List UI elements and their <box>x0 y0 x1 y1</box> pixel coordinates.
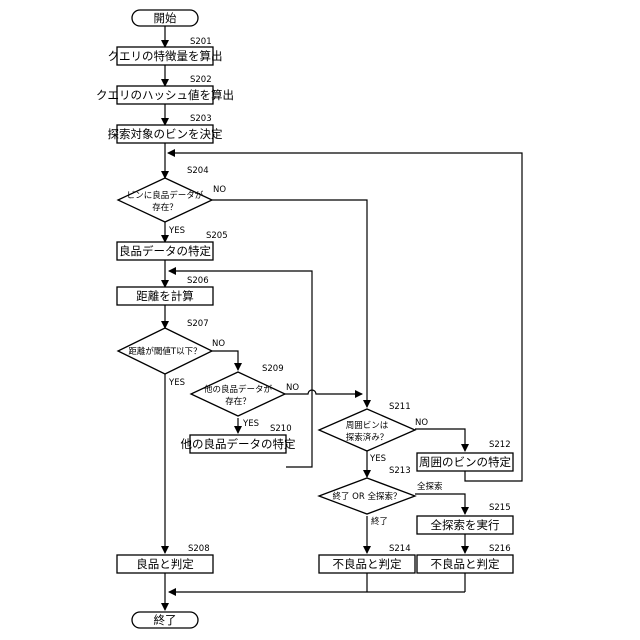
decision-s209-id: S209 <box>262 364 284 374</box>
decision-s207-label: 距離が閾値T以下？ <box>128 346 201 357</box>
decision-s207-id: S207 <box>187 319 209 329</box>
decision-s209: 他の良品データが 存在？ S209 YES NO <box>191 364 299 429</box>
decision-s207-yes: YES <box>168 378 185 388</box>
decision-s204-yes: YES <box>168 226 185 236</box>
decision-s209-line1: 他の良品データが <box>204 384 273 395</box>
decision-s213-full: 全探索 <box>417 481 443 492</box>
decision-s211: 周囲ビンは 探索済み？ S211 YES NO <box>319 402 428 464</box>
edge-s211-no-s212 <box>415 429 465 451</box>
step-s214-id: S214 <box>389 544 411 554</box>
end-label: 終了 <box>154 613 177 627</box>
start-label: 開始 <box>154 11 177 25</box>
decision-s211-id: S211 <box>389 402 411 412</box>
decision-s204-line1: ビンに良品データが <box>127 190 204 201</box>
decision-s211-line2: 探索済み？ <box>346 432 389 443</box>
decision-s204-line2: 存在？ <box>152 202 178 213</box>
decision-s209-yes: YES <box>242 419 259 429</box>
step-s215-id: S215 <box>489 503 511 513</box>
decision-s207: 距離が閾値T以下？ S207 YES NO <box>118 319 225 388</box>
step-s216-label: 不良品と判定 <box>431 557 500 571</box>
step-s208-label: 良品と判定 <box>136 557 194 571</box>
step-s201-label: クエリの特徴量を算出 <box>108 49 223 63</box>
decision-s204-no: NO <box>213 185 226 195</box>
decision-s213-id: S213 <box>389 466 411 476</box>
step-s210-label: 他の良品データの特定 <box>181 437 296 451</box>
edge-s213-full-s215 <box>415 494 465 514</box>
decision-s204: ビンに良品データが 存在？ S204 YES NO <box>118 166 226 236</box>
edge-s207-no <box>212 351 238 370</box>
step-s206-id: S206 <box>187 276 209 286</box>
decision-s213-label: 終了 OR 全探索？ <box>332 491 401 502</box>
step-s210-id: S210 <box>270 424 292 434</box>
decision-s209-line2: 存在？ <box>225 396 251 407</box>
decision-s209-no: NO <box>286 383 299 393</box>
step-s212-label: 周囲のビンの特定 <box>419 455 511 469</box>
step-s212-id: S212 <box>489 440 511 450</box>
end-terminal: 終了 <box>132 612 198 628</box>
step-s202-id: S202 <box>190 75 212 85</box>
start-terminal: 開始 <box>132 10 198 26</box>
step-s208-id: S208 <box>188 544 210 554</box>
decision-s207-no: NO <box>212 339 225 349</box>
step-s202-label: クエリのハッシュ値を算出 <box>96 88 234 102</box>
step-s201-id: S201 <box>190 37 212 47</box>
decision-s211-no: NO <box>415 418 428 428</box>
step-s214-label: 不良品と判定 <box>333 557 402 571</box>
step-s205-label: 良品データの特定 <box>119 244 211 258</box>
step-s215-label: 全探索を実行 <box>431 518 500 532</box>
decision-s211-yes: YES <box>369 454 386 464</box>
step-s203-id: S203 <box>190 114 212 124</box>
decision-s213-end: 終了 <box>371 516 388 527</box>
decision-s211-line1: 周囲ビンは <box>346 421 389 431</box>
step-s203-label: 探索対象のビンを決定 <box>108 127 223 141</box>
step-s206-label: 距離を計算 <box>136 289 194 303</box>
step-s216-id: S216 <box>489 544 511 554</box>
decision-s204-id: S204 <box>187 166 209 176</box>
step-s205-id: S205 <box>206 231 228 241</box>
